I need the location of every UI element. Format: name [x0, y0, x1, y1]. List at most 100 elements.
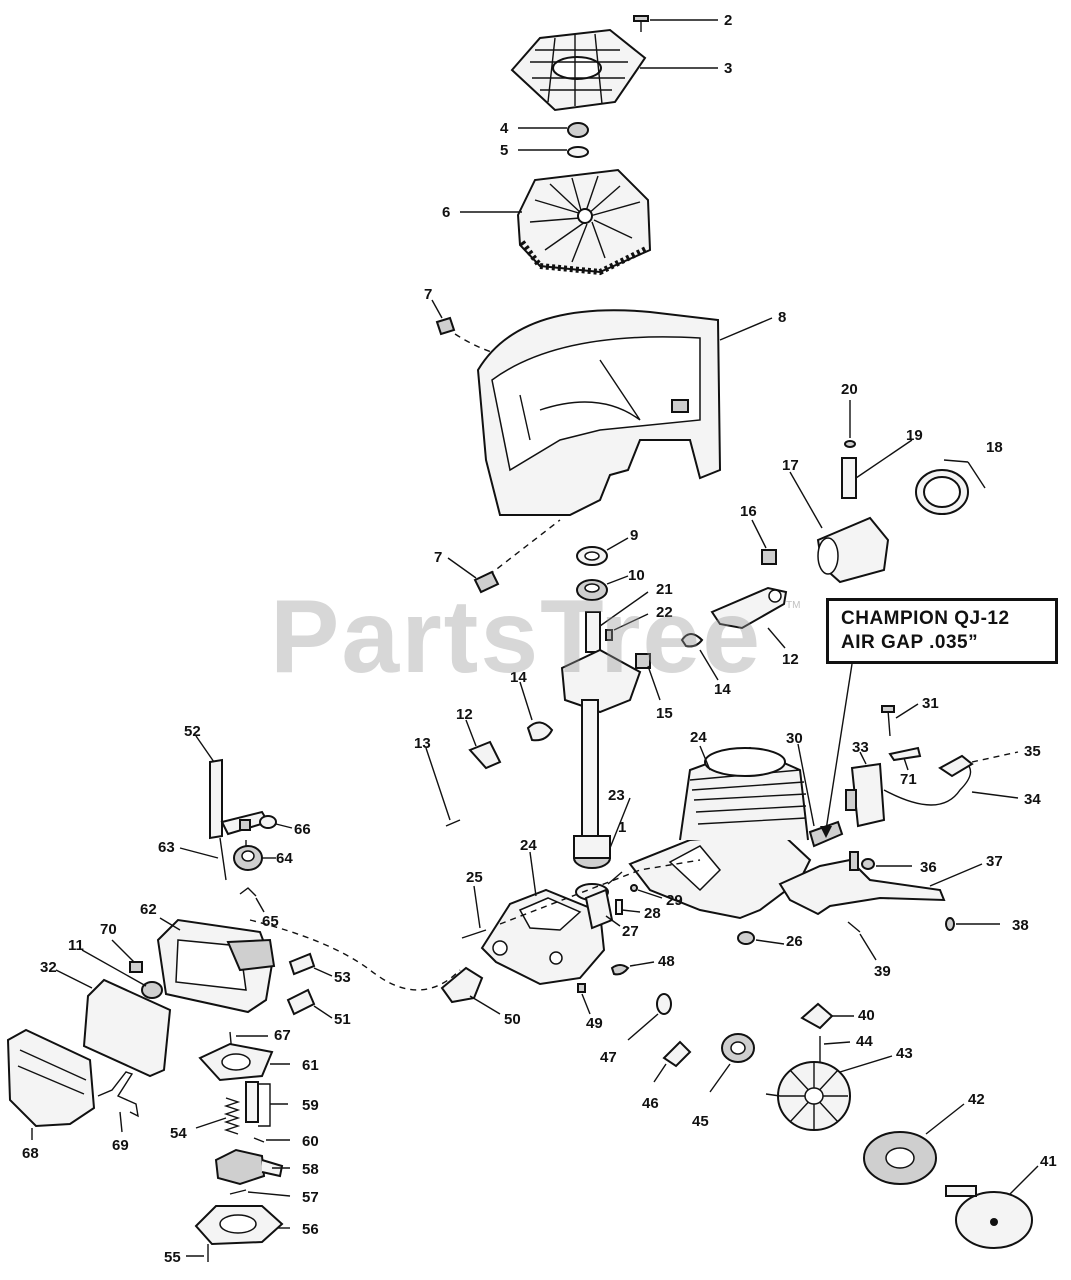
part-57-pin[interactable]: [229, 1189, 247, 1195]
part-12-connecting-rod-upper[interactable]: [710, 586, 788, 630]
part-37-governor-linkage[interactable]: [778, 851, 946, 916]
callout-2: 2: [724, 12, 732, 29]
part-5-washer[interactable]: [567, 146, 589, 158]
part-52-throttle-lever[interactable]: [209, 758, 270, 840]
part-59-spring-cup[interactable]: [245, 1081, 259, 1123]
callout-68: 68: [22, 1145, 39, 1162]
part-36-nut[interactable]: [861, 858, 875, 870]
callout-18: 18: [986, 439, 1003, 456]
callout-64: 64: [276, 850, 293, 867]
part-8-blower-housing[interactable]: [476, 309, 722, 516]
callout-23: 23: [608, 787, 625, 804]
part-6-flywheel[interactable]: [516, 168, 652, 276]
callout-8: 8: [778, 309, 786, 326]
part-28-pin[interactable]: [615, 899, 623, 915]
part-70-screw[interactable]: [129, 961, 143, 973]
callout-71: 71: [900, 771, 917, 788]
part-60-pin[interactable]: [253, 1137, 265, 1143]
callout-17: 17: [782, 457, 799, 474]
part-43-starter-pulley[interactable]: [765, 1061, 851, 1131]
callout-13: 13: [414, 735, 431, 752]
part-3-rewind-cover[interactable]: [510, 28, 647, 112]
callout-65: 65: [262, 913, 279, 930]
part-66-clip[interactable]: [259, 815, 277, 829]
callout-35: 35: [1024, 743, 1041, 760]
part-12-connecting-rod-lower[interactable]: [468, 740, 502, 770]
callout-36: 36: [920, 859, 937, 876]
callout-56: 56: [302, 1221, 319, 1238]
part-31-screw[interactable]: [881, 705, 895, 737]
part-17-piston[interactable]: [816, 516, 890, 584]
callout-29: 29: [666, 892, 683, 909]
part-53-plug[interactable]: [288, 952, 316, 976]
part-50-gasket[interactable]: [440, 966, 484, 1004]
part-40-dog[interactable]: [800, 1002, 834, 1030]
callout-22: 22: [656, 604, 673, 621]
part-14-clip-right[interactable]: [680, 633, 704, 648]
callout-69: 69: [112, 1137, 129, 1154]
part-33-ignition-module[interactable]: [845, 762, 886, 828]
callout-44: 44: [856, 1033, 873, 1050]
part-7-bolt-upper[interactable]: [435, 316, 456, 336]
part-26-plug[interactable]: [737, 931, 755, 945]
callout-labels: 2 3 4 5 6 7 8 20 19 18 17 16 9 7 10 21 2…: [22, 12, 1057, 1266]
part-58-pump-body[interactable]: [214, 1148, 284, 1186]
callout-12-lower: 12: [456, 706, 473, 723]
callout-38: 38: [1012, 917, 1029, 934]
callout-28: 28: [644, 905, 661, 922]
part-34-ignition-wire[interactable]: [883, 754, 974, 806]
part-27-gasket[interactable]: [584, 888, 614, 930]
part-11-fitting[interactable]: [141, 981, 163, 999]
callout-10: 10: [628, 567, 645, 584]
part-7-bolt-lower[interactable]: [473, 570, 500, 594]
callout-25: 25: [466, 869, 483, 886]
part-21-crankshaft[interactable]: [560, 611, 642, 841]
part-2-screw[interactable]: [633, 15, 649, 32]
part-9-seal[interactable]: [576, 546, 608, 566]
part-19-wrist-pin[interactable]: [841, 457, 857, 499]
callout-30: 30: [786, 730, 803, 747]
part-10-bearing[interactable]: [576, 579, 608, 601]
part-20-pin-ring[interactable]: [844, 440, 856, 448]
part-69-bail[interactable]: [97, 1071, 139, 1118]
part-64-bushing[interactable]: [233, 845, 263, 871]
callout-11: 11: [68, 937, 84, 954]
part-16-rod-cap-bolt[interactable]: [761, 549, 777, 565]
part-29-screw[interactable]: [630, 884, 638, 892]
part-68-air-cleaner-cover[interactable]: [6, 1028, 96, 1128]
callout-62: 62: [140, 901, 157, 918]
part-47-washer[interactable]: [656, 993, 672, 1015]
part-71-wire-clip[interactable]: [888, 746, 922, 762]
part-24-carburetor[interactable]: [480, 888, 606, 986]
callout-6: 6: [442, 204, 450, 221]
part-41-starter-shaft[interactable]: [945, 1185, 1033, 1249]
part-42-spring-cup[interactable]: [863, 1131, 937, 1185]
part-25-screw[interactable]: [461, 929, 487, 939]
part-54-spring[interactable]: [223, 1097, 241, 1135]
callout-15: 15: [656, 705, 673, 722]
callout-58: 58: [302, 1161, 319, 1178]
part-38-nut[interactable]: [945, 917, 955, 931]
part-56-pump-cover[interactable]: [194, 1205, 284, 1246]
part-24-cylinder-block[interactable]: [628, 746, 812, 920]
part-63-pin[interactable]: [219, 837, 227, 881]
part-51-plug[interactable]: [286, 988, 316, 1016]
callout-7-lower: 7: [434, 549, 442, 566]
part-4-nut[interactable]: [567, 122, 589, 138]
part-61-diaphragm[interactable]: [198, 1042, 274, 1082]
part-23-bearing[interactable]: [573, 835, 611, 869]
part-49-screw[interactable]: [577, 983, 586, 993]
part-46-pawl[interactable]: [662, 1040, 692, 1068]
part-13-screw[interactable]: [445, 819, 461, 827]
part-48-clip[interactable]: [610, 964, 630, 976]
part-32-air-filter[interactable]: [82, 978, 172, 1078]
callout-21: 21: [656, 581, 673, 598]
part-15-nut[interactable]: [635, 653, 651, 669]
part-65-spring[interactable]: [239, 887, 257, 897]
part-39-screw[interactable]: [847, 921, 861, 933]
part-45-starter-hub[interactable]: [721, 1033, 755, 1063]
part-18-piston-rings[interactable]: [915, 469, 969, 515]
part-22-key[interactable]: [605, 629, 613, 641]
part-14-clip-left[interactable]: [526, 721, 554, 742]
part-62-fuel-tank-base[interactable]: [156, 918, 276, 1014]
